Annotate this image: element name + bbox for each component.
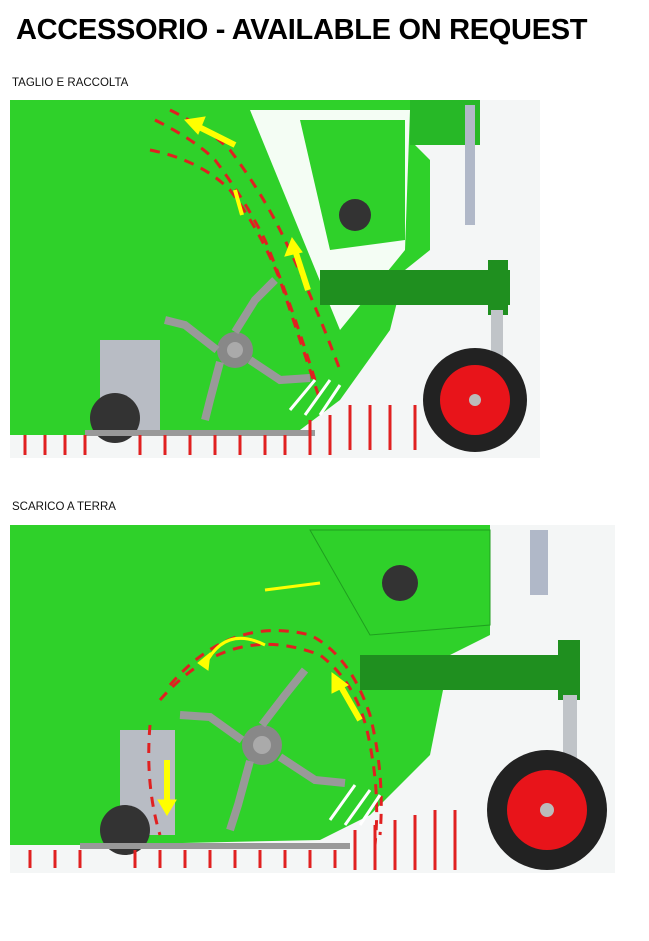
page-title: ACCESSORIO - AVAILABLE ON REQUEST: [16, 14, 588, 46]
section-caption-cut-and-collect: TAGLIO E RACCOLTA: [12, 77, 129, 89]
illustration-cut-and-collect: [10, 100, 540, 458]
illustration-ground-discharge: [10, 525, 615, 873]
flow-arrow-icon: [183, 116, 311, 291]
rotor-icon: [164, 277, 311, 421]
rotor-icon: [179, 667, 346, 832]
flow-dashes: [23, 108, 417, 455]
section-caption-ground-discharge: SCARICO A TERRA: [12, 501, 116, 513]
flow-arrow-icon: [157, 581, 363, 816]
